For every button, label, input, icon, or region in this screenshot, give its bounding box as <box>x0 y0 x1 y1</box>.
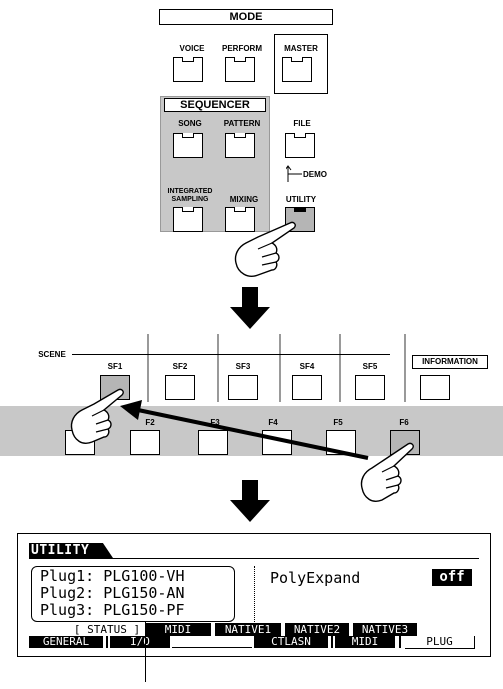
sf4-label: SF4 <box>292 362 322 371</box>
lcd-title: UTILITY <box>31 543 89 558</box>
mixing-led <box>234 207 246 212</box>
lcd-divider <box>254 566 255 624</box>
poly-expand-label: PolyExpand <box>270 570 360 586</box>
master-button[interactable] <box>282 57 312 82</box>
poly-expand-value[interactable]: off <box>432 569 472 586</box>
integrated-sampling-led <box>182 207 194 212</box>
perform-button[interactable] <box>225 57 255 82</box>
integrated-sampling-button[interactable] <box>173 207 203 232</box>
tab-separator <box>399 636 401 648</box>
tab-gap <box>172 647 252 648</box>
song-label: SONG <box>168 119 212 128</box>
plug1-status: Plug1: PLG100-VH <box>40 568 185 584</box>
down-arrow-icon <box>228 480 272 524</box>
voice-led <box>182 57 194 62</box>
tab-separator <box>331 636 333 648</box>
utility-label: UTILITY <box>279 195 323 204</box>
master-led <box>291 57 303 62</box>
integrated-sampling-label: INTEGRATED SAMPLING <box>162 188 218 204</box>
diagonal-arrow-icon <box>0 390 400 480</box>
tab-midi-upper[interactable]: MIDI <box>145 623 211 636</box>
tab-midi-lower[interactable]: MIDI <box>335 636 395 648</box>
sequencer-title: SEQUENCER <box>164 98 266 112</box>
tab-separator <box>106 636 108 648</box>
mixing-label: MIXING <box>222 195 266 204</box>
sf5-label: SF5 <box>355 362 385 371</box>
information-button[interactable] <box>420 375 450 400</box>
information-label: INFORMATION <box>412 355 488 369</box>
perform-label: PERFORM <box>218 44 266 53</box>
tab-io[interactable]: I/O <box>110 636 170 648</box>
mode-title: MODE <box>159 9 333 25</box>
file-button[interactable] <box>285 133 315 158</box>
utility-led <box>294 207 306 212</box>
sf1-label: SF1 <box>100 362 130 371</box>
pointing-hand-icon <box>228 215 300 281</box>
scene-label: SCENE <box>32 350 72 359</box>
pattern-button[interactable] <box>225 133 255 158</box>
pointing-hand-icon <box>356 438 420 510</box>
perform-led <box>234 57 246 62</box>
callout-line <box>145 622 146 682</box>
file-led <box>294 133 306 138</box>
sf2-label: SF2 <box>165 362 195 371</box>
down-arrow-icon <box>228 287 272 331</box>
plug2-status: Plug2: PLG150-AN <box>40 585 185 601</box>
song-led <box>182 133 194 138</box>
plug3-status: Plug3: PLG150-PF <box>40 602 185 618</box>
master-label: MASTER <box>276 44 326 53</box>
voice-button[interactable] <box>173 57 203 82</box>
pointing-hand-icon <box>68 384 130 450</box>
pattern-led <box>234 133 246 138</box>
tab-ctlasn[interactable]: CTLASN <box>254 636 328 648</box>
tab-plug[interactable]: PLUG <box>405 636 475 649</box>
voice-label: VOICE <box>170 44 214 53</box>
file-label: FILE <box>280 119 324 128</box>
tab-general[interactable]: GENERAL <box>29 636 103 648</box>
song-button[interactable] <box>173 133 203 158</box>
lcd-title-underline <box>29 558 479 559</box>
sf3-label: SF3 <box>228 362 258 371</box>
demo-label: DEMO <box>303 170 335 179</box>
pattern-label: PATTERN <box>218 119 266 128</box>
